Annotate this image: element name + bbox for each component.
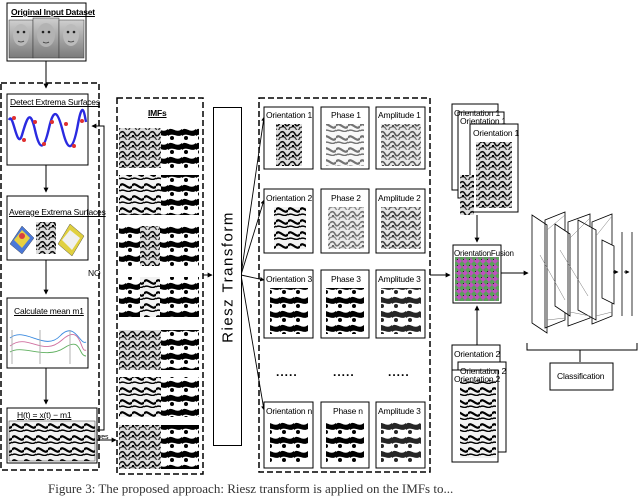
phase-2-label: Phase 2	[331, 193, 361, 203]
yes-label: yes	[98, 434, 109, 441]
figure-caption: Figure 3: The proposed approach: Riesz t…	[48, 481, 454, 496]
calculate-mean-box	[6, 297, 89, 369]
no-feedback-arrow	[91, 123, 105, 431]
decomposition-panel	[0, 82, 100, 471]
surface-plots	[9, 222, 85, 257]
ellipsis-amplitude: .....	[388, 365, 410, 379]
fusion-bottom-label-1: Orientation 2	[454, 349, 501, 359]
fusion-top-label-1: Orientation 1	[454, 108, 501, 118]
orientation-stack-bottom	[451, 344, 507, 463]
phase-n-label: Phase n	[333, 406, 363, 416]
classification-box	[549, 362, 614, 391]
face-images	[8, 17, 85, 59]
components-panel	[258, 97, 431, 473]
step-h-function: H(t) = x(t) − m1	[17, 410, 72, 420]
riesz-fanout-arrows	[240, 116, 266, 411]
cnn-connections	[539, 214, 613, 321]
step-average-extrema: Average Extrema Surfaces	[9, 207, 106, 217]
step-detect-extrema: Detect Extrema Surfaces	[10, 97, 100, 107]
component-grid	[263, 106, 426, 469]
cnn-layers	[531, 211, 633, 334]
fusion-image	[455, 257, 499, 301]
classification-label: Classification	[557, 371, 605, 381]
orientation-n-label: Orientation n	[266, 406, 313, 416]
phase-1-label: Phase 1	[331, 110, 361, 120]
classification-bracket	[526, 343, 638, 351]
extrema-points	[12, 116, 84, 148]
mean-curves	[9, 330, 87, 364]
fusion-bottom-label-3: Orientation 2	[454, 374, 501, 384]
phase-3-label: Phase 3	[331, 274, 361, 284]
riesz-transform-label: Riesz Transform	[219, 210, 236, 343]
orientation-stack-top	[451, 103, 519, 215]
orientation-1-label: Orientation 1	[266, 110, 313, 120]
imf-grid	[119, 128, 199, 469]
no-label: NO	[88, 268, 101, 278]
imfs-title: IMFs	[148, 108, 167, 118]
amplitude-1-label: Amplitude 1	[378, 110, 421, 120]
step-calculate-mean: Calculate mean m1	[14, 306, 84, 316]
fusion-bottom-label-2: Orientation 2	[460, 366, 507, 376]
fusion-top-label-2: Orientation 1	[460, 116, 507, 126]
amplitude-3-label: Amplitude 3	[378, 274, 421, 284]
h-function-image	[8, 420, 96, 462]
imfs-panel	[116, 97, 204, 475]
ellipsis-phase: .....	[333, 365, 355, 379]
amplitude-n-label: Amplitude 3	[378, 406, 421, 416]
orientation-3-label: Orientation 3	[266, 274, 313, 284]
amplitude-2-label: Amplitude 2	[378, 193, 421, 203]
extrema-signal-curve	[7, 108, 88, 148]
orientation-2-label: Orientation 2	[266, 193, 313, 203]
orientation-fusion-label: OrientationFusion	[454, 249, 514, 258]
ellipsis-orientation: .....	[276, 365, 298, 379]
riesz-transform-block: Riesz Transform	[213, 107, 242, 446]
input-dataset-title: Original Input Dataset	[11, 7, 95, 17]
fusion-top-label-3: Orientation 1	[473, 128, 520, 138]
